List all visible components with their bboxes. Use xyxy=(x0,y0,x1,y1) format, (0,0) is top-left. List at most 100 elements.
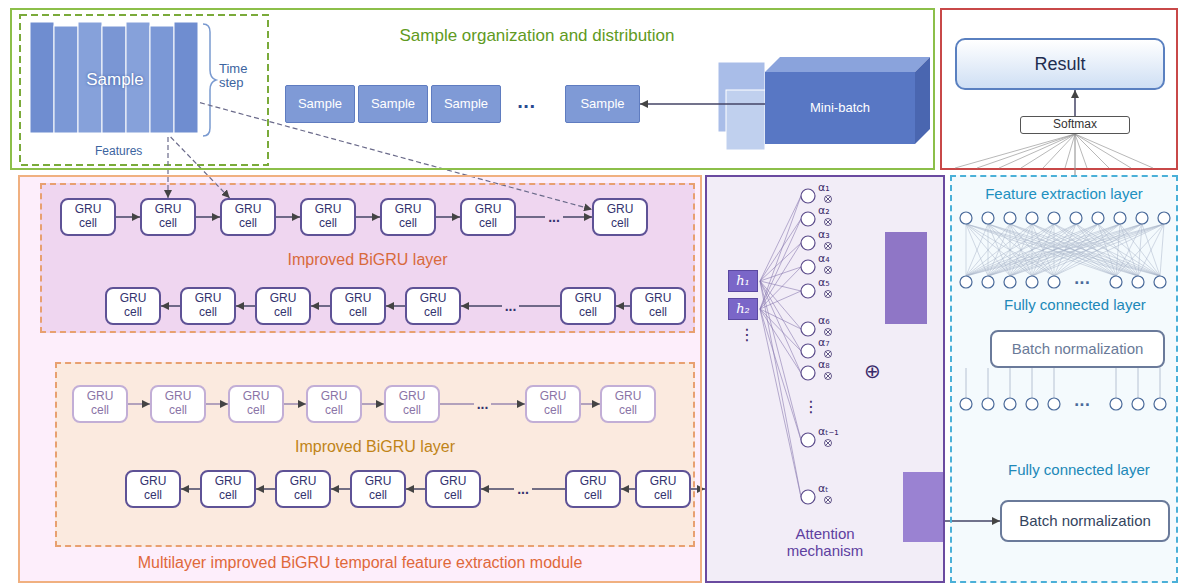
gru-cell-faded-text: GRU cell xyxy=(315,390,353,418)
neuron-link xyxy=(966,224,1010,276)
gru-cell-text: GRU cell xyxy=(414,292,452,320)
neuron xyxy=(1154,398,1166,410)
sample-frame xyxy=(20,15,268,165)
sample-small: Sample xyxy=(565,85,640,123)
time-step-brace xyxy=(203,24,216,136)
neuron-link xyxy=(1116,224,1164,276)
layer2: Improved BiGRU layerGRU cellGRU cellGRU … xyxy=(55,362,695,547)
neuron-link xyxy=(1116,368,1117,398)
attention-weight: αₜ xyxy=(818,483,829,495)
gru-cell-faded: GRU cell xyxy=(72,385,128,423)
gru-cell: GRU cell xyxy=(60,198,116,236)
attention-neuron xyxy=(801,212,815,226)
gru-cell: GRU cell xyxy=(275,470,331,508)
gru-cell-text: GRU cell xyxy=(149,203,187,231)
neuron xyxy=(1136,212,1148,224)
neuron-link xyxy=(1054,368,1055,398)
sample-small-text: Sample xyxy=(580,97,624,112)
neuron-link xyxy=(1160,224,1164,276)
neuron xyxy=(1158,212,1170,224)
attention-link xyxy=(760,291,801,309)
feature-ground xyxy=(950,175,1178,583)
attention-link xyxy=(760,243,801,309)
layer1-text: Improved BiGRU layer xyxy=(42,251,693,269)
batch-cube-top xyxy=(765,57,930,72)
multiply-symbol xyxy=(825,243,832,250)
gru-cell: GRU cell xyxy=(300,198,356,236)
neuron-link xyxy=(966,224,1098,276)
hbox-text: h₁ xyxy=(736,274,750,289)
sample-big: Sample xyxy=(30,22,200,137)
neuron-link xyxy=(1032,224,1164,276)
multiply-symbol xyxy=(826,352,831,357)
neuron xyxy=(982,398,994,410)
sample-slab xyxy=(54,26,78,133)
connector xyxy=(196,216,220,218)
sample-slab xyxy=(30,22,54,133)
connector xyxy=(436,216,460,218)
neuron-link xyxy=(966,224,1032,276)
bn1-text: Batch normalization xyxy=(1012,340,1144,357)
neuron xyxy=(1070,212,1082,224)
gru-cell-text: GRU cell xyxy=(229,203,267,231)
connector xyxy=(116,216,140,218)
neuron-link xyxy=(1054,224,1164,276)
gru-cell-faded-text: GRU cell xyxy=(534,390,572,418)
gru-cell: GRU cell xyxy=(255,287,311,325)
gru-cell-text: GRU cell xyxy=(601,203,639,231)
neuron xyxy=(1092,212,1104,224)
attention-neuron xyxy=(801,236,815,250)
neuron-link xyxy=(966,368,967,398)
neuron xyxy=(1154,276,1166,288)
attention-link xyxy=(760,196,801,281)
layer-label: Fully connected layer xyxy=(1008,462,1150,479)
softmax-fan xyxy=(1075,134,1153,168)
softmax-fan xyxy=(999,134,1075,168)
attention-neuron xyxy=(801,189,815,203)
gru-cell: GRU cell xyxy=(220,198,276,236)
neuron xyxy=(1026,212,1038,224)
connector xyxy=(1075,134,1076,175)
attention-neuron xyxy=(801,433,815,447)
module: Multilayer improved BiGRU temporal featu… xyxy=(18,175,702,583)
layer-ground xyxy=(40,183,695,333)
attention-weight: α₇ xyxy=(818,337,830,349)
bn1: Batch normalization xyxy=(990,330,1165,368)
feat: Feature extraction layerBatch normalizat… xyxy=(950,175,1178,583)
softmax-fan xyxy=(1075,134,1131,168)
ellipsis: ⋮ xyxy=(803,398,819,416)
gru-cell: GRU cell xyxy=(200,470,256,508)
ellipsis: ... xyxy=(1074,272,1090,287)
attention-link xyxy=(760,243,801,281)
multiply-symbol xyxy=(826,498,831,503)
gru-cell-faded-text: GRU cell xyxy=(237,390,275,418)
batch-cube xyxy=(726,90,765,150)
connector xyxy=(256,488,275,490)
multiply-symbol xyxy=(825,267,832,274)
bn2: Batch normalization xyxy=(1000,500,1170,542)
attention-weight: α₄ xyxy=(818,253,830,265)
sample-slab xyxy=(174,22,198,133)
gru-cell-faded: GRU cell xyxy=(600,385,656,423)
module-ground xyxy=(18,175,702,583)
neuron xyxy=(960,212,972,224)
time-step-label: Time step xyxy=(219,62,259,91)
gru-cell-text: GRU cell xyxy=(569,292,607,320)
gru-cell-text: GRU cell xyxy=(574,475,612,503)
multiply-symbol xyxy=(825,219,832,226)
hbox: h₂ xyxy=(728,298,758,320)
multiply-symbol xyxy=(826,292,831,297)
connector xyxy=(362,403,384,405)
neuron xyxy=(982,212,994,224)
gru-cell: GRU cell xyxy=(330,287,386,325)
hbox: h₁ xyxy=(728,270,758,292)
neuron xyxy=(1048,276,1060,288)
gru-cell-text: GRU cell xyxy=(339,292,377,320)
connector xyxy=(161,305,180,307)
layer1: Improved BiGRU layerGRU cellGRU cellGRU … xyxy=(40,183,695,333)
attention-link xyxy=(760,281,801,373)
result-text: Result xyxy=(1034,54,1085,75)
softmax-fan xyxy=(977,134,1075,168)
edge-label: ... xyxy=(545,210,563,224)
